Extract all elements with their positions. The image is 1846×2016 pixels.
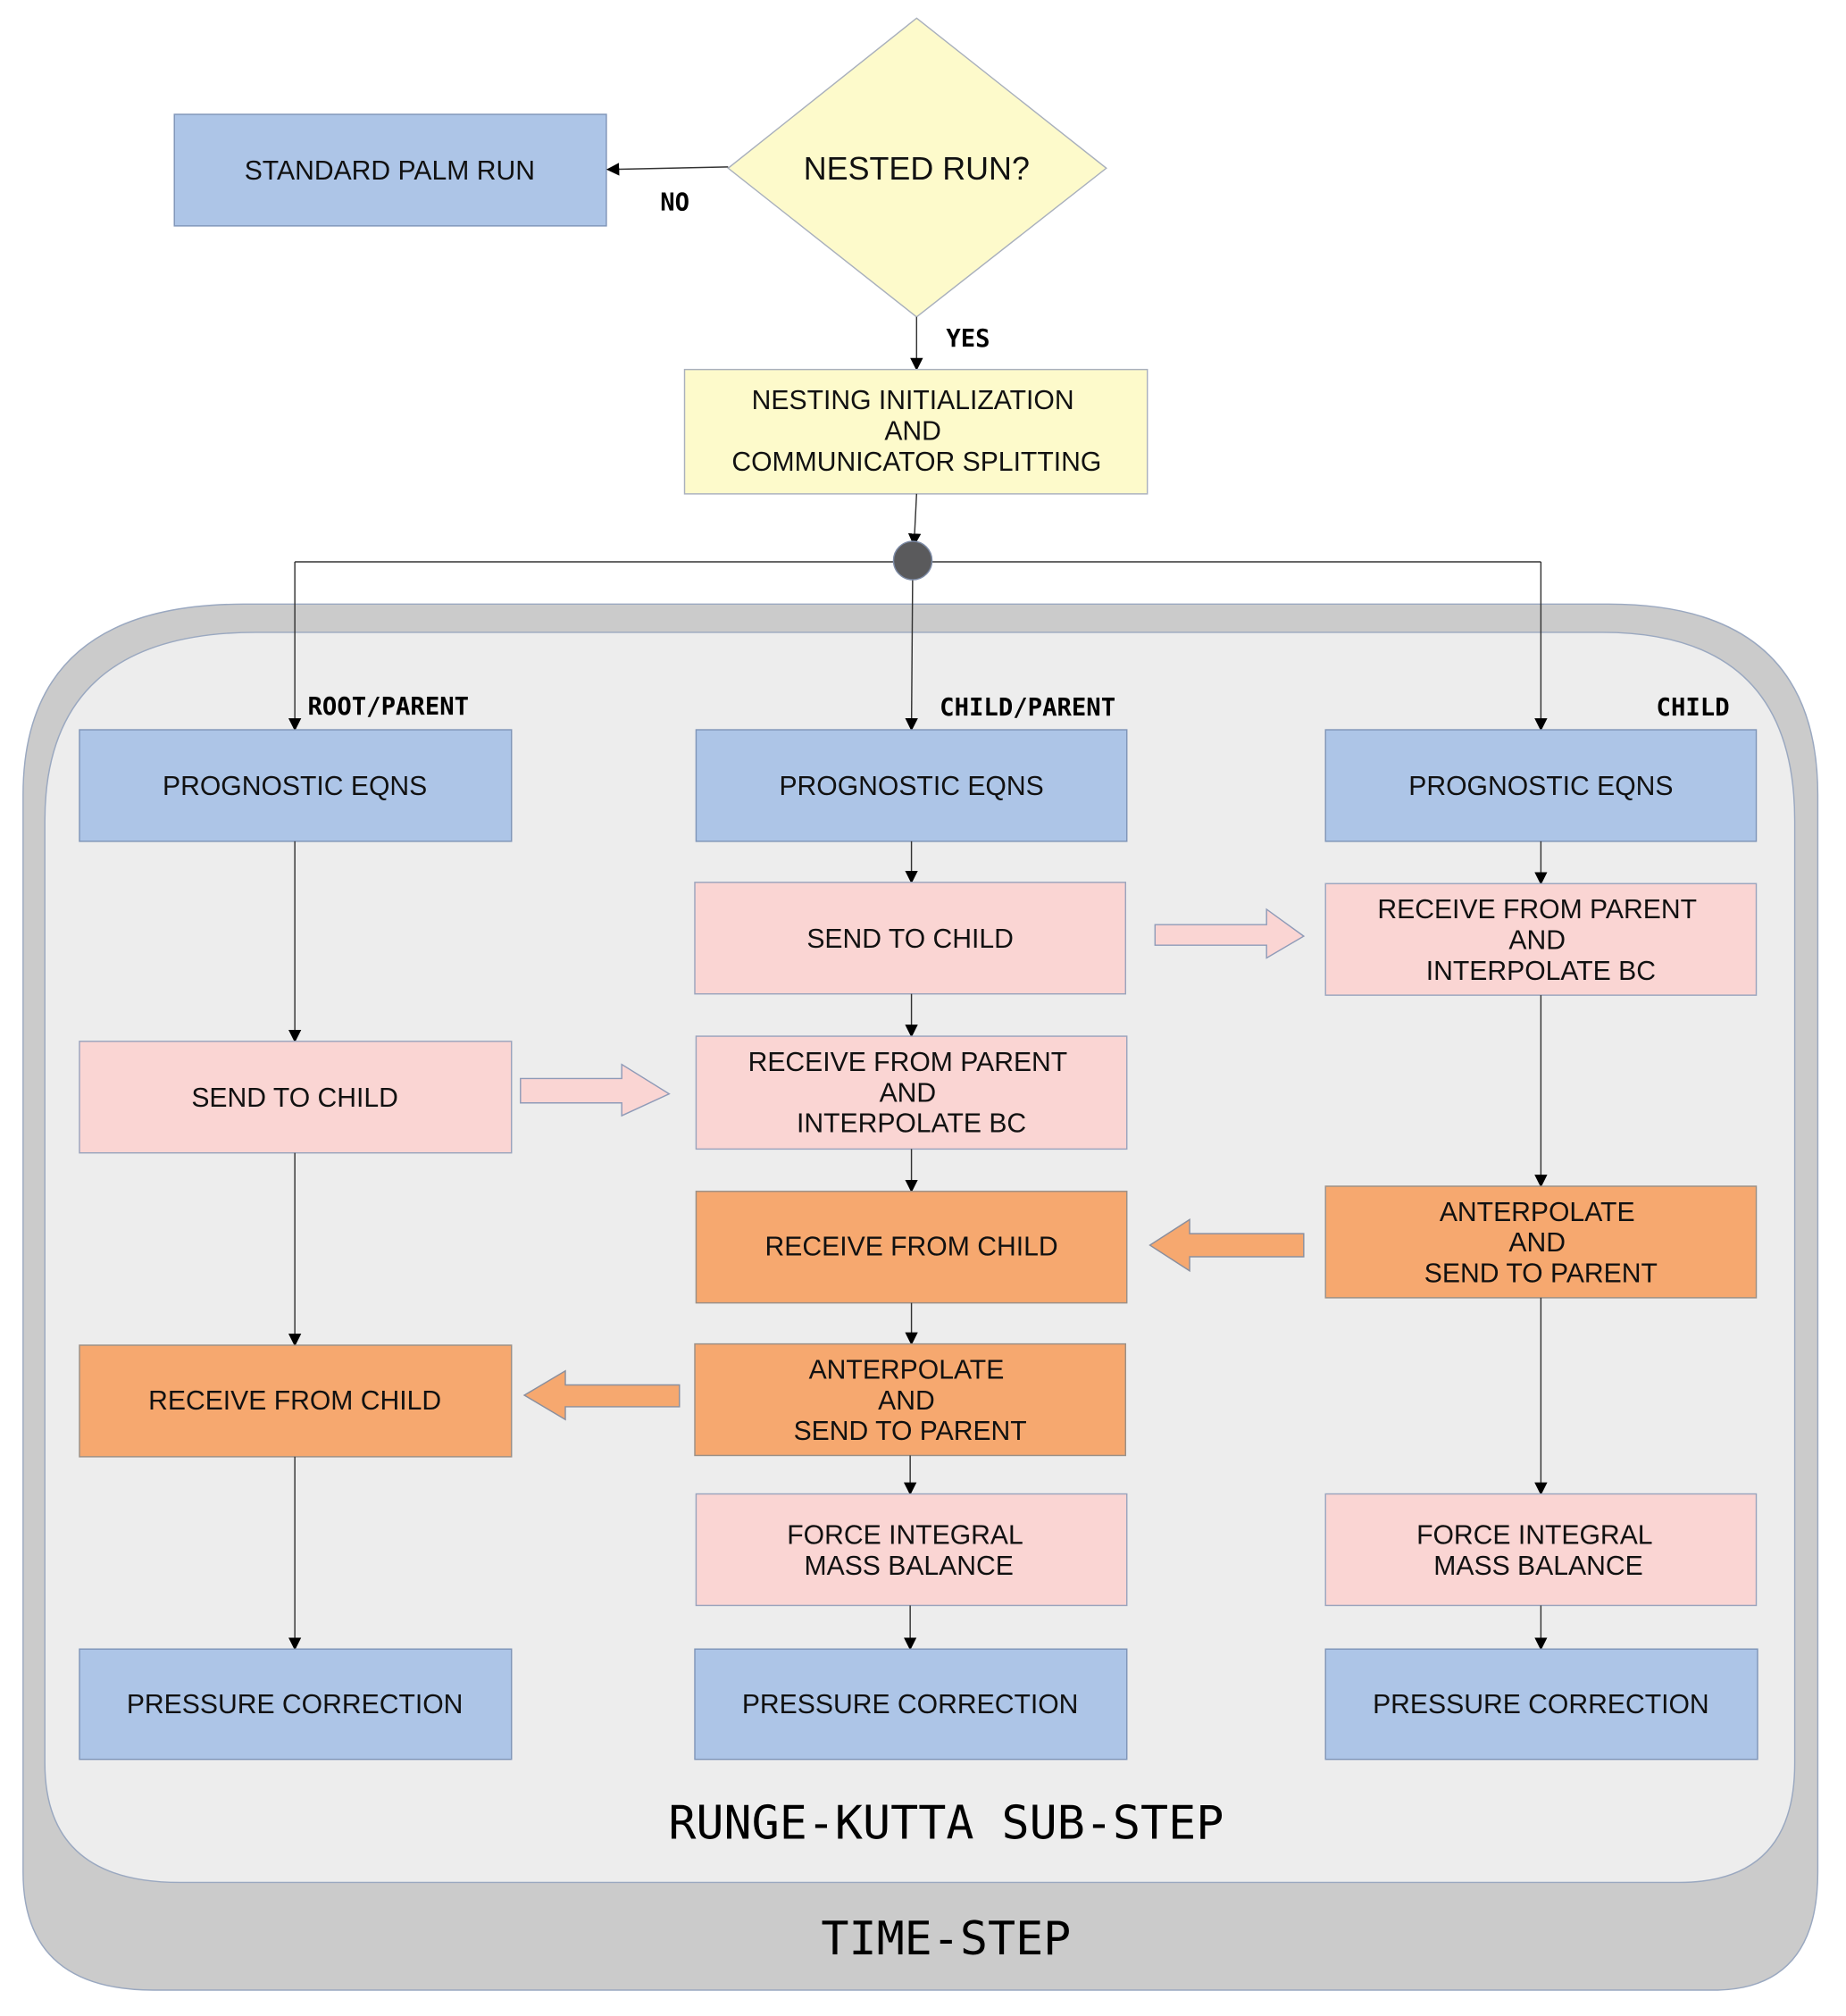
fork-middle-edge: [905, 561, 918, 732]
data-flow-arrow-mid-to-root: [522, 1369, 681, 1421]
mid-prognostic-text: PROGNOSTIC EQNS: [779, 772, 1043, 801]
data-flow-arrow-mid-to-child: [1154, 908, 1306, 959]
root-pressure-correction-text: PRESSURE CORRECTION: [127, 1690, 464, 1719]
nesting-init-box: [683, 368, 1149, 495]
column-child-parent: PROGNOSTIC EQNS SEND TO CHILD RECEIVE FR…: [694, 729, 1128, 1761]
mid-pressure-correction-text: PRESSURE CORRECTION: [742, 1690, 1079, 1719]
column-root-parent: PROGNOSTIC EQNS SEND TO CHILD RECEIVE FR…: [79, 729, 513, 1761]
root-prognostic-text: PROGNOSTIC EQNS: [163, 772, 427, 801]
data-flow-arrow-child-to-mid: [1149, 1218, 1305, 1273]
mid-send-to-child-text: SEND TO CHILD: [806, 924, 1014, 954]
mid-pressure-correction-box: [694, 1648, 1128, 1761]
column-child: PROGNOSTIC EQNS RECEIVE FROM PARENT AND …: [1324, 729, 1758, 1761]
mid-force-integral-box: [695, 1493, 1128, 1607]
root-send-to-child-text: SEND TO CHILD: [191, 1083, 398, 1113]
mid-anterpolate-text: ANTERPOLATE AND SEND TO PARENT: [794, 1355, 1027, 1446]
mid-send-to-child-box: [694, 882, 1127, 995]
no-edge: [606, 163, 729, 176]
data-flow-arrow-root-to-mid: [520, 1063, 671, 1117]
junction-node: [892, 540, 933, 581]
standard-palm-run-text: STANDARD PALM RUN: [245, 156, 535, 186]
no-label: NO: [660, 189, 689, 217]
init-to-junction-edge: [907, 493, 922, 547]
column-label-child-parent: CHILD/PARENT: [940, 694, 1115, 722]
yes-label: YES: [946, 325, 990, 353]
root-receive-from-child-box: [79, 1344, 513, 1458]
column-label-child: CHILD: [1657, 694, 1730, 722]
root-receive-from-child-text: RECEIVE FROM CHILD: [148, 1386, 441, 1416]
child-prognostic-box: [1324, 729, 1758, 842]
child-receive-from-parent-text: RECEIVE FROM PARENT AND INTERPOLATE BC: [1377, 895, 1704, 986]
child-pressure-correction-text: PRESSURE CORRECTION: [1373, 1690, 1709, 1719]
timestep-label: TIME-STEP: [821, 1912, 1071, 1966]
child-anterpolate-box: [1324, 1185, 1758, 1299]
child-force-integral-box: [1324, 1493, 1758, 1607]
mid-receive-from-child-box: [695, 1191, 1128, 1304]
mid-receive-from-parent-box: [695, 1035, 1128, 1150]
mid-receive-from-child-text: RECEIVE FROM CHILD: [765, 1233, 1058, 1262]
root-pressure-correction-box: [79, 1648, 513, 1761]
standard-palm-run-box: [173, 113, 607, 227]
child-receive-from-parent-box: [1324, 883, 1758, 996]
child-force-integral-text: FORCE INTEGRAL MASS BALANCE: [1416, 1521, 1660, 1581]
child-pressure-correction-box: [1324, 1648, 1758, 1761]
mid-anterpolate-box: [694, 1343, 1127, 1457]
decision-text: NESTED RUN?: [804, 151, 1030, 187]
child-prognostic-text: PROGNOSTIC EQNS: [1408, 772, 1673, 801]
column-label-root-parent: ROOT/PARENT: [308, 693, 470, 721]
root-prognostic-box: [79, 729, 513, 842]
root-send-to-child-box: [79, 1041, 513, 1154]
mid-receive-from-parent-text: RECEIVE FROM PARENT AND INTERPOLATE BC: [748, 1048, 1075, 1139]
mid-force-integral-text: FORCE INTEGRAL MASS BALANCE: [787, 1521, 1031, 1581]
nesting-init-text: NESTING INITIALIZATION AND COMMUNICATOR …: [731, 386, 1101, 477]
child-anterpolate-text: ANTERPOLATE AND SEND TO PARENT: [1424, 1198, 1658, 1289]
substep-label: RUNGE-KUTTA SUB-STEP: [668, 1797, 1224, 1851]
mid-prognostic-box: [695, 729, 1128, 842]
